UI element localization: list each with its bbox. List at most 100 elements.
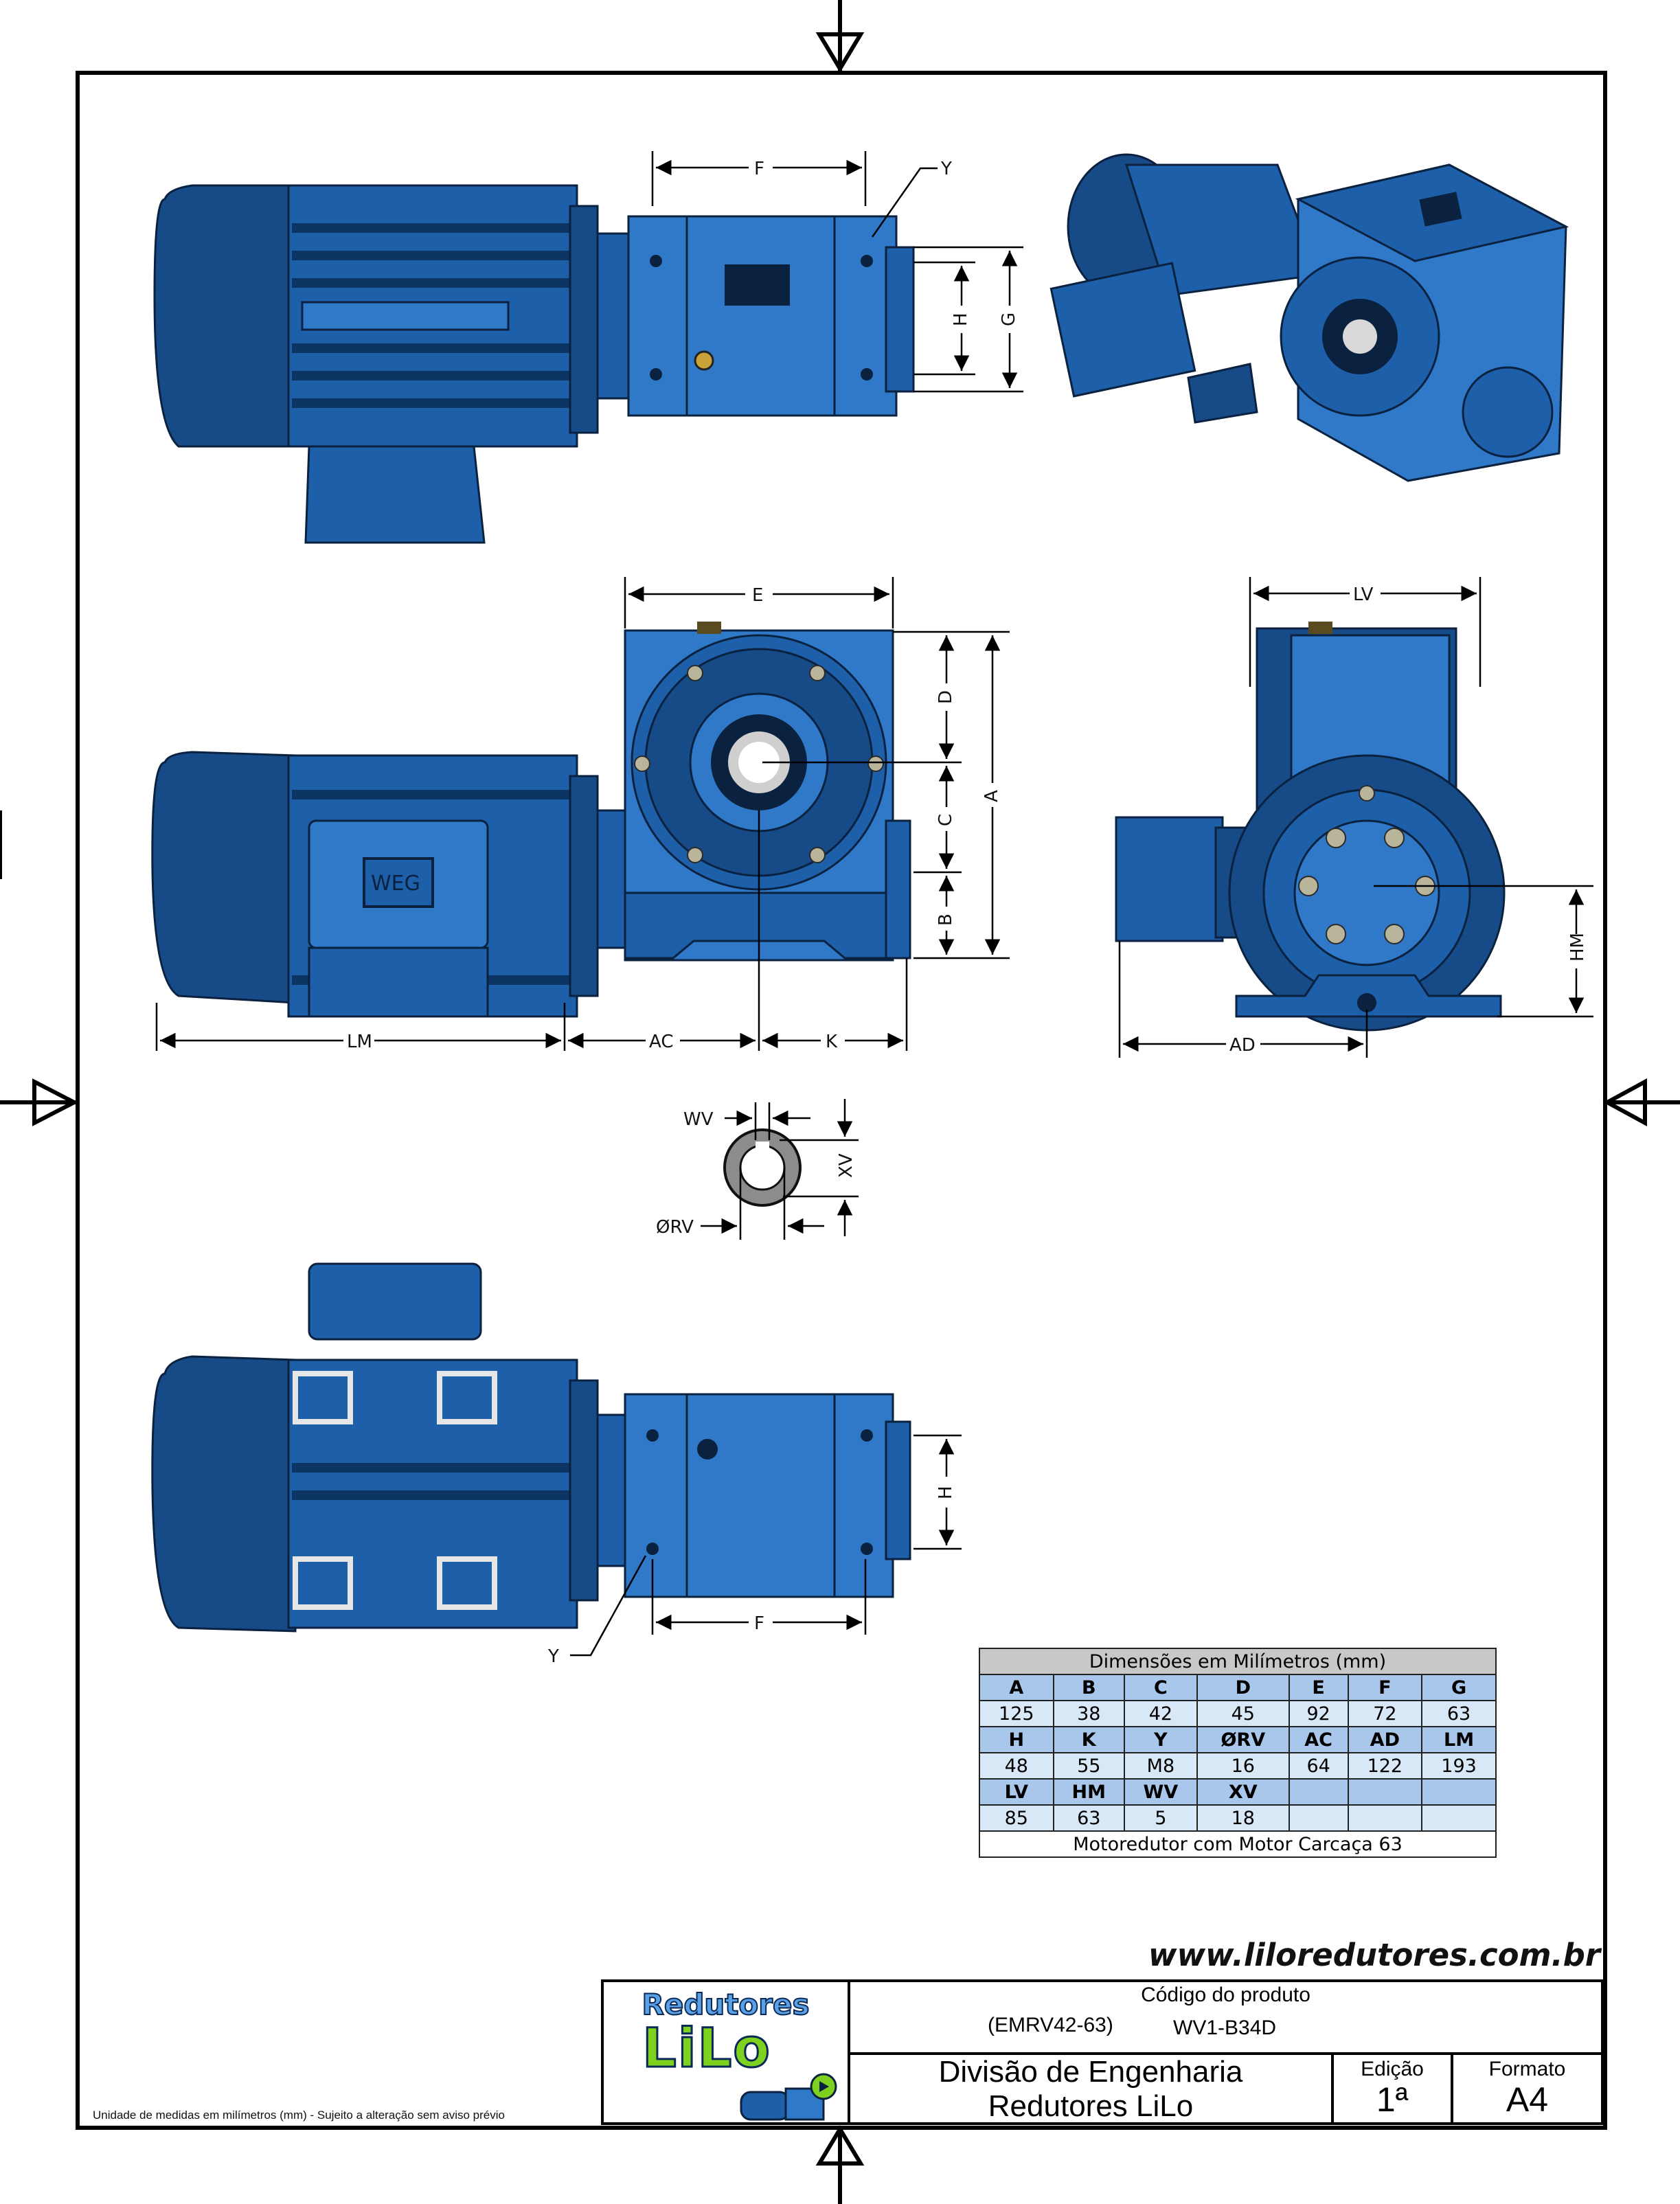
- side-view: [1115, 622, 1506, 1032]
- dim-K: K: [826, 1032, 838, 1052]
- edition-label: Edição: [1361, 2058, 1424, 2080]
- isometric-view: [1049, 153, 1569, 482]
- table-value-row: 48 55 M8 16 64 122 193: [979, 1752, 1497, 1780]
- table-value-cell: 64: [1288, 1752, 1349, 1780]
- table-value-cell: 85: [979, 1804, 1054, 1832]
- table-value-cell: 92: [1288, 1700, 1349, 1727]
- product-code-label: Código do produto: [1141, 1984, 1310, 2006]
- dim-D: D: [935, 690, 956, 704]
- edition-cell: Edição 1ª: [1334, 2055, 1453, 2122]
- table-header-cell: ØRV: [1196, 1726, 1290, 1753]
- table-header-cell: WV: [1123, 1778, 1198, 1806]
- dim-H-bottom: H: [935, 1486, 956, 1499]
- table-caption: Dimensões em Milímetros (mm): [979, 1648, 1497, 1675]
- table-header-cell: LV: [979, 1778, 1054, 1806]
- table-header-cell: H: [979, 1726, 1054, 1753]
- table-value-cell: 55: [1052, 1752, 1125, 1780]
- table-header-cell: G: [1421, 1674, 1497, 1701]
- logo-top-text: Redutores: [642, 1987, 810, 2022]
- dim-HM: HM: [1567, 933, 1588, 962]
- table-header-cell: AD: [1347, 1726, 1423, 1753]
- table-empty-cell: [1421, 1778, 1497, 1806]
- dim-AD: AD: [1229, 1035, 1256, 1056]
- table-header-cell: B: [1052, 1674, 1125, 1701]
- table-value-cell: 18: [1196, 1804, 1290, 1832]
- dim-F-bottom: F: [754, 1613, 764, 1634]
- table-header-cell: Y: [1123, 1726, 1198, 1753]
- table-header-cell: HM: [1052, 1778, 1125, 1806]
- table-empty-cell: [1288, 1778, 1349, 1806]
- department-line-1: Divisão de Engenharia: [938, 2055, 1243, 2089]
- table-header-cell: A: [979, 1674, 1054, 1701]
- department-line-2: Redutores LiLo: [988, 2089, 1194, 2123]
- table-header-row: H K Y ØRV AC AD LM: [979, 1726, 1497, 1753]
- dim-AC: AC: [649, 1032, 673, 1052]
- dim-Y-bottom: Y: [547, 1646, 559, 1667]
- table-empty-cell: [1347, 1804, 1423, 1832]
- table-header-cell: F: [1347, 1674, 1423, 1701]
- dim-C: C: [935, 814, 956, 826]
- footnote: Unidade de medidas em milímetros (mm) - …: [93, 2109, 505, 2122]
- shaft-section-view: [723, 1128, 802, 1207]
- dim-H-top: H: [951, 313, 971, 326]
- dim-B: B: [935, 913, 956, 926]
- gearmotor-logo-icon: [740, 2073, 837, 2121]
- front-view-dimensions: E D C B A LM AC K: [155, 577, 1010, 1052]
- table-header-row: LV HM WV XV: [979, 1778, 1497, 1806]
- dim-E: E: [752, 585, 763, 606]
- motor-brand-badge: WEG: [371, 872, 420, 896]
- format-cell: Formato A4: [1453, 2055, 1601, 2122]
- table-empty-cell: [1347, 1778, 1423, 1806]
- product-code: WV1-B34D: [1173, 2016, 1277, 2039]
- website-url: www.liloredutores.com.br: [1148, 1937, 1600, 1973]
- title-block: Redutores LiLo Código do produto (EMRV42…: [601, 1979, 1604, 2125]
- table-footer: Motoredutor com Motor Carcaça 63: [979, 1830, 1497, 1858]
- side-view-dimensions: LV HM AD: [1118, 577, 1593, 1058]
- table-value-cell: 5: [1123, 1804, 1198, 1832]
- logo-main-text: LiLo: [642, 2017, 771, 2081]
- edition-value: 1ª: [1376, 2080, 1409, 2119]
- table-value-cell: 45: [1196, 1700, 1290, 1727]
- product-code-cell: Código do produto (EMRV42-63) WV1-B34D: [850, 1982, 1601, 2055]
- top-view-dimensions: F Y H G: [651, 151, 1023, 393]
- table-value-cell: 125: [979, 1700, 1054, 1727]
- table-header-cell: XV: [1196, 1778, 1290, 1806]
- department-cell: Divisão de Engenharia Redutores LiLo: [850, 2055, 1334, 2123]
- table-header-row: A B C D E F G: [979, 1674, 1497, 1701]
- dimension-table: Dimensões em Milímetros (mm) A B C D E F…: [979, 1648, 1497, 1858]
- table-header-cell: LM: [1421, 1726, 1497, 1753]
- bottom-view: [151, 1262, 911, 1633]
- format-value: A4: [1506, 2080, 1549, 2119]
- table-header-cell: AC: [1288, 1726, 1349, 1753]
- table-value-cell: 16: [1196, 1752, 1290, 1780]
- shaft-section-dimensions: WV XV ØRV: [656, 1099, 859, 1240]
- dim-A: A: [981, 790, 1002, 802]
- table-header-cell: C: [1123, 1674, 1198, 1701]
- table-value-row: 85 63 5 18: [979, 1804, 1497, 1832]
- table-value-cell: 63: [1052, 1804, 1125, 1832]
- dim-ORV: ØRV: [656, 1217, 694, 1238]
- table-value-cell: 48: [979, 1752, 1054, 1780]
- company-logo: Redutores LiLo: [604, 1982, 850, 2122]
- table-header-cell: D: [1196, 1674, 1290, 1701]
- table-value-cell: 63: [1421, 1700, 1497, 1727]
- dim-Y-top: Y: [940, 159, 952, 179]
- table-value-cell: 72: [1347, 1700, 1423, 1727]
- product-model: (EMRV42-63): [988, 2014, 1113, 2036]
- dim-LV: LV: [1353, 584, 1374, 605]
- dim-G: G: [999, 313, 1019, 326]
- dim-LM: LM: [347, 1032, 372, 1052]
- front-view: WEG: [151, 622, 911, 1018]
- dim-XV: XV: [836, 1153, 856, 1178]
- top-view: [153, 184, 915, 544]
- dim-WV: WV: [683, 1109, 714, 1130]
- dim-F-top: F: [754, 159, 764, 179]
- bottom-view-dimensions: H F Y: [547, 1434, 962, 1667]
- table-header-cell: E: [1288, 1674, 1349, 1701]
- table-header-cell: K: [1052, 1726, 1125, 1753]
- table-value-cell: 122: [1347, 1752, 1423, 1780]
- format-label: Formato: [1488, 2058, 1566, 2080]
- table-value-cell: M8: [1123, 1752, 1198, 1780]
